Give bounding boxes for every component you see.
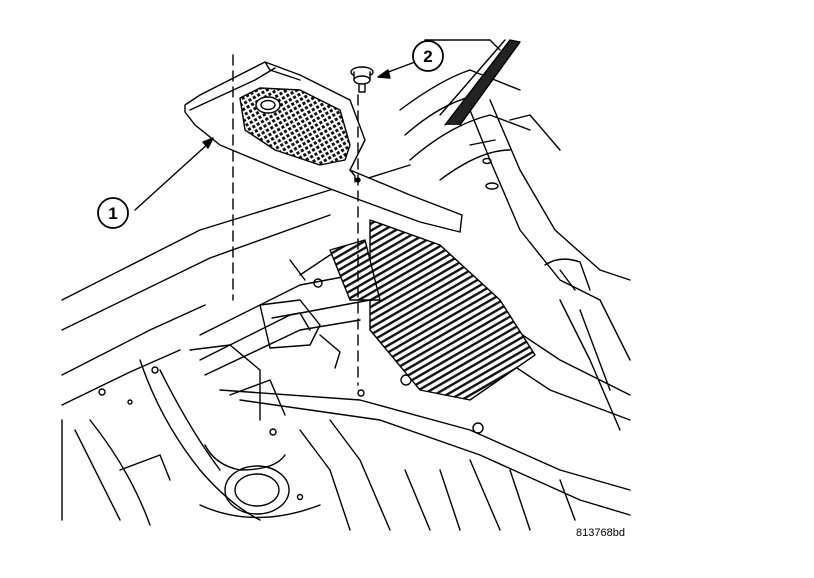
figure-id: 813768bd bbox=[576, 527, 625, 539]
push-pin-fastener bbox=[350, 66, 374, 93]
callout-2-label: 2 bbox=[423, 47, 432, 66]
callout-2: 2 bbox=[412, 40, 444, 72]
alignment-lines bbox=[232, 54, 359, 386]
body-structure bbox=[61, 164, 576, 531]
callout-1-label: 1 bbox=[108, 204, 117, 223]
callout-leaders bbox=[134, 61, 416, 211]
cowl-grille bbox=[329, 219, 536, 401]
cowl-panel bbox=[184, 61, 463, 233]
callout-1: 1 bbox=[97, 197, 129, 229]
fender-structure bbox=[399, 39, 631, 431]
